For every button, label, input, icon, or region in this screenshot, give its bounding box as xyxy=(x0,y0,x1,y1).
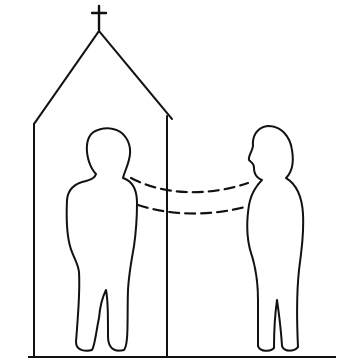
upper-dashed-link xyxy=(131,178,248,192)
dashed-connection-lines xyxy=(131,178,248,214)
cross-icon xyxy=(92,6,106,30)
lower-dashed-link xyxy=(138,205,245,214)
person-outside-church xyxy=(247,126,303,351)
church-building xyxy=(34,31,172,357)
person-inside-church xyxy=(67,128,137,350)
church-roof xyxy=(34,31,172,124)
